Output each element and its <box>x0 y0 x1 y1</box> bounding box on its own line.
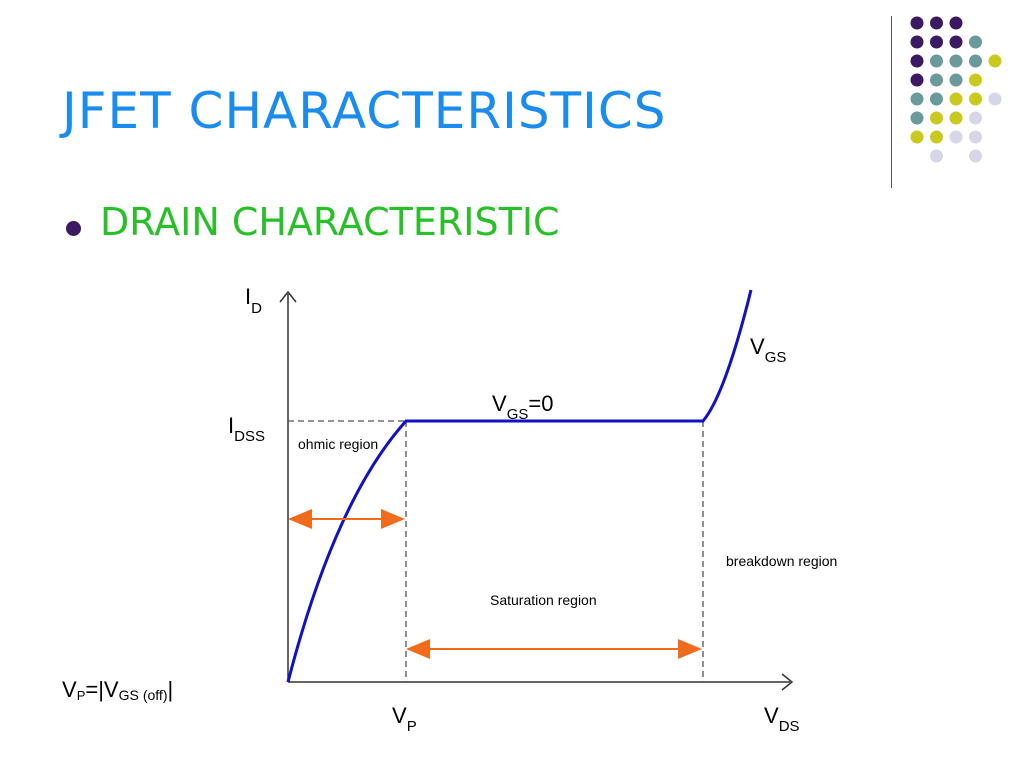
y-axis-arrowhead <box>279 290 297 303</box>
decor-dot <box>949 130 963 144</box>
idss-label: IDSS <box>228 413 265 445</box>
decor-dot <box>930 16 943 30</box>
decor-dot <box>910 54 924 68</box>
x-axis-arrowhead <box>781 673 794 691</box>
decor-dot-grid <box>910 16 1002 163</box>
decor-dot <box>969 111 982 125</box>
decor-dot <box>910 16 924 30</box>
decor-dot <box>930 111 943 125</box>
breakdown-region-label: breakdown region <box>726 553 837 569</box>
decor-dot <box>969 54 982 68</box>
saturation-arrowhead-left <box>406 639 430 659</box>
y-axis-label: ID <box>245 284 262 317</box>
vgs0-curve <box>286 289 753 683</box>
saturation-arrowhead-right <box>678 639 702 659</box>
decor-dot <box>949 73 963 87</box>
decor-dot <box>930 92 943 106</box>
decor-dot <box>910 130 924 144</box>
vgs0-curve-label: VGS=0 <box>492 391 553 423</box>
decor-dot <box>988 54 1002 68</box>
vp-axis-label: VP <box>392 703 417 735</box>
decor-dot <box>910 35 924 49</box>
decor-dot <box>988 92 1002 106</box>
x-axis-label: VDS <box>764 703 800 735</box>
breakdown-curve-label: VGS <box>750 334 786 366</box>
decor-dot <box>930 149 943 163</box>
decor-dot <box>949 16 963 30</box>
bullet-text: DRAIN CHARACTERISTIC <box>100 200 560 244</box>
decor-dot <box>969 73 982 87</box>
saturation-region-label: Saturation region <box>490 592 597 608</box>
decor-dot <box>969 92 982 106</box>
bullet-dot <box>66 221 81 236</box>
decor-divider <box>891 16 892 188</box>
decor-dot <box>930 54 943 68</box>
ohmic-arrowhead-right <box>381 509 405 529</box>
decor-dot <box>949 111 963 125</box>
slide-title: JFET CHARACTERISTICS <box>62 82 667 140</box>
decor-dot <box>969 35 982 49</box>
decor-dot <box>969 130 982 144</box>
decor-dot <box>910 92 924 106</box>
decor-dot <box>949 54 963 68</box>
decor-dot <box>930 73 943 87</box>
decor-dot <box>949 92 963 106</box>
decor-dot <box>930 130 943 144</box>
ohmic-region-label: ohmic region <box>298 436 378 452</box>
decor-dot <box>969 149 982 163</box>
decor-dot <box>910 111 924 125</box>
decor-dot <box>949 35 963 49</box>
ohmic-arrowhead-left <box>288 509 312 529</box>
decor-dot <box>910 73 924 87</box>
vp-formula: VP=|VGS(off)| <box>62 677 173 703</box>
decor-dot <box>930 35 943 49</box>
